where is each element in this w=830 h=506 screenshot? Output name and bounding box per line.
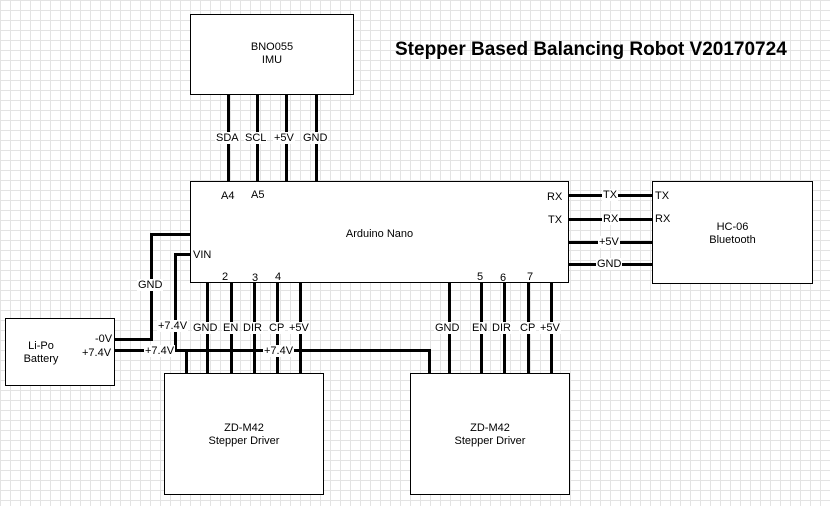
arduino-name: Arduino Nano bbox=[345, 228, 414, 240]
wire-vin-a bbox=[174, 253, 192, 256]
wire-74-drv1 bbox=[185, 349, 188, 375]
bt-pin-rx: RX bbox=[655, 213, 671, 225]
arduino-box: Arduino Nano A4 A5 RX TX VIN 2 3 4 5 6 7 bbox=[190, 181, 569, 284]
driver-2-box: ZD-M42 Stepper Driver bbox=[410, 373, 570, 495]
label-gnd-wire: GND bbox=[137, 279, 164, 291]
pin-d3: 3 bbox=[252, 272, 259, 284]
pin-d5: 5 bbox=[477, 271, 484, 283]
wire-74-drv2 bbox=[428, 349, 431, 375]
label-d1-gnd: GND bbox=[192, 322, 219, 334]
pin-rx: RX bbox=[547, 191, 563, 203]
pin-a4: A4 bbox=[221, 190, 235, 202]
pin-tx: TX bbox=[548, 214, 563, 226]
label-d2-dir: DIR bbox=[491, 322, 512, 334]
label-d2-en: EN bbox=[471, 322, 489, 334]
battery-box: Li-Po Battery -0V +7.4V bbox=[5, 318, 115, 386]
bluetooth-sub: Bluetooth bbox=[709, 234, 756, 246]
label-74-b: +7.4V bbox=[263, 345, 295, 357]
pin-vin: VIN bbox=[193, 249, 212, 261]
label-bt-rx: RX bbox=[602, 213, 620, 225]
pin-a5: A5 bbox=[251, 189, 265, 201]
imu-box: BNO055 IMU bbox=[190, 14, 354, 95]
label-d1-5v: +5V bbox=[288, 322, 310, 334]
label-d2-gnd: GND bbox=[434, 322, 461, 334]
battery-sub: Battery bbox=[23, 353, 59, 365]
label-bt-gnd: GND bbox=[596, 258, 623, 270]
label-imu-5v: +5V bbox=[273, 132, 295, 144]
label-scl: SCL bbox=[244, 132, 268, 144]
battery-pin-pos: +7.4V bbox=[82, 347, 112, 359]
driver-2-name: ZD-M42 bbox=[470, 422, 510, 434]
bluetooth-name: HC-06 bbox=[716, 221, 749, 233]
bluetooth-box: HC-06 Bluetooth TX RX bbox=[652, 181, 813, 284]
imu-name: BNO055 bbox=[250, 41, 294, 53]
pin-d6: 6 bbox=[500, 272, 507, 284]
label-d2-cp: CP bbox=[519, 322, 537, 334]
pin-d7: 7 bbox=[527, 271, 534, 283]
pin-d2: 2 bbox=[222, 271, 229, 283]
battery-name: Li-Po bbox=[28, 340, 54, 352]
label-sda: SDA bbox=[215, 132, 240, 144]
label-d1-dir: DIR bbox=[242, 322, 263, 334]
pin-d4: 4 bbox=[275, 271, 282, 283]
driver-1-name: ZD-M42 bbox=[224, 422, 264, 434]
diagram-title: Stepper Based Balancing Robot V20170724 bbox=[395, 39, 787, 60]
label-d2-5v: +5V bbox=[539, 322, 561, 334]
battery-pin-neg: -0V bbox=[95, 333, 113, 345]
bt-pin-tx: TX bbox=[655, 190, 670, 202]
wire-gnd-c bbox=[150, 233, 192, 236]
driver-2-sub: Stepper Driver bbox=[454, 435, 526, 447]
label-bt-tx: TX bbox=[602, 189, 619, 201]
label-74-a: +7.4V bbox=[144, 345, 176, 357]
label-bt-5v: +5V bbox=[598, 236, 620, 248]
label-d1-en: EN bbox=[222, 322, 240, 334]
label-74-up: +7.4V bbox=[157, 320, 189, 332]
driver-1-sub: Stepper Driver bbox=[208, 435, 280, 447]
driver-1-box: ZD-M42 Stepper Driver bbox=[164, 373, 324, 495]
imu-sub: IMU bbox=[261, 54, 283, 66]
wire-vin-b bbox=[174, 253, 177, 351]
label-d1-cp: CP bbox=[268, 322, 286, 334]
label-imu-gnd: GND bbox=[302, 132, 329, 144]
wire-gnd-a bbox=[113, 338, 153, 341]
